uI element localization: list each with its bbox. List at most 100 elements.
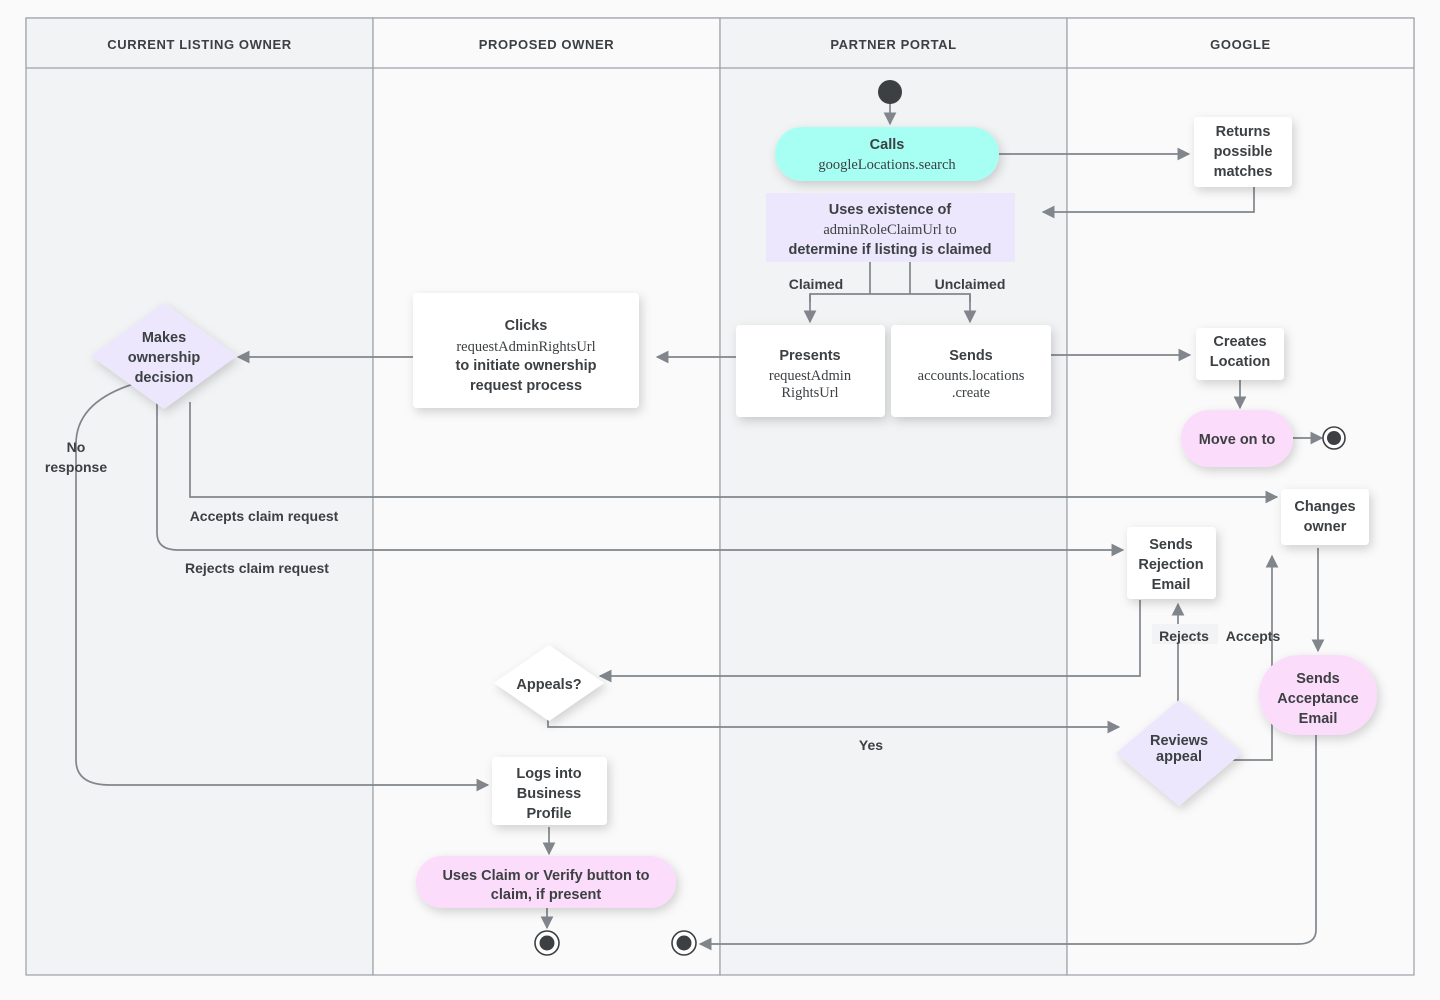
presents-shape xyxy=(736,325,885,417)
clicks-line-4: request process xyxy=(470,378,582,394)
node-end-terminal-google[interactable] xyxy=(1322,426,1346,450)
makes-decision-shape xyxy=(91,303,237,409)
clicks-shape xyxy=(413,293,639,408)
node-sends-acceptance-email[interactable]: Sends Acceptance Email xyxy=(1259,655,1377,735)
edge-label-no-response-line1: No xyxy=(67,439,86,455)
uses-existence-shape xyxy=(766,193,1015,262)
changes-owner-line-1: Changes xyxy=(1294,499,1355,515)
node-makes-ownership-decision[interactable]: Makes ownership decision xyxy=(91,303,237,409)
presents-line-3: RightsUrl xyxy=(781,385,838,401)
edge-label-yes: Yes xyxy=(859,737,883,753)
end-terminal-claim-dot xyxy=(539,935,555,951)
sends-acceptance-email-shape xyxy=(1259,655,1377,735)
lane-header-proposed-owner xyxy=(372,17,721,69)
sends-rejection-email-shape xyxy=(1127,527,1216,599)
lane-title-partner-portal: PARTNER PORTAL xyxy=(830,37,956,52)
node-start-terminal[interactable] xyxy=(878,80,902,104)
node-sends-rejection-email[interactable]: Sends Rejection Email xyxy=(1127,527,1216,599)
presents-line-1: Presents xyxy=(779,348,840,364)
sends-acceptance-email-line-2: Acceptance xyxy=(1277,691,1358,707)
move-on-to-shape xyxy=(1181,410,1293,467)
calls-node-line-2: googleLocations.search xyxy=(818,157,956,173)
node-uses-claim-or-verify-button[interactable]: Uses Claim or Verify button to claim, if… xyxy=(416,856,676,908)
makes-decision-line-1: Makes xyxy=(142,330,186,346)
sends-create-line-1: Sends xyxy=(949,348,993,364)
edges xyxy=(75,103,1325,951)
edge-label-rejects: Rejects xyxy=(1159,628,1209,644)
node-sends-accounts-locations-create[interactable]: Sends accounts.locations .create xyxy=(891,325,1051,417)
returns-matches-line-1: Returns xyxy=(1216,124,1271,140)
node-move-on-to[interactable]: Move on to xyxy=(1181,410,1293,467)
node-uses-existence-of-admin-role-claim-url[interactable]: Uses existence of adminRoleClaimUrl to d… xyxy=(766,193,1015,262)
edge-label-accepts-claim-request: Accepts claim request xyxy=(190,508,339,524)
node-creates-location[interactable]: Creates Location xyxy=(1196,328,1284,380)
clicks-line-2: requestAdminRightsUrl xyxy=(456,339,595,355)
edge-label-unclaimed: Unclaimed xyxy=(935,276,1006,292)
lane-title-proposed-owner: PROPOSED OWNER xyxy=(479,37,615,52)
presents-line-2: requestAdmin xyxy=(769,368,852,384)
edge-label-claimed: Claimed xyxy=(789,276,843,292)
logs-into-shape xyxy=(492,757,607,825)
sends-rejection-email-line-3: Email xyxy=(1152,577,1191,593)
appeals-label: Appeals? xyxy=(516,677,581,693)
edge-label-yes-backdrop xyxy=(853,732,889,754)
sends-rejection-email-line-2: Rejection xyxy=(1138,557,1203,573)
node-reviews-appeal[interactable]: Reviews appeal xyxy=(1116,700,1242,806)
end-terminal-google-dot xyxy=(1327,431,1341,445)
uses-claim-or-verify-shape xyxy=(416,856,676,908)
returns-matches-line-3: matches xyxy=(1214,164,1273,180)
edge-label-rejects-backdrop xyxy=(1152,624,1218,644)
edge-no-response-to-logs-into xyxy=(75,381,490,792)
clicks-line-1: Clicks xyxy=(505,318,548,334)
edge-sends-acceptance-email-to-end xyxy=(698,733,1317,951)
node-calls-google-locations-search[interactable]: Calls googleLocations.search xyxy=(775,127,999,181)
changes-owner-line-2: owner xyxy=(1304,519,1347,535)
edge-returns-matches-to-uses-existence xyxy=(1041,186,1255,219)
uses-existence-line-1: Uses existence of xyxy=(829,202,952,218)
edge-rejects-claim-request-to-sends-rejection-email xyxy=(156,382,1125,557)
sends-create-line-2: accounts.locations xyxy=(918,368,1025,384)
logs-into-line-1: Logs into xyxy=(516,766,581,782)
appeals-shape xyxy=(494,645,604,721)
node-presents-request-admin-rights-url[interactable]: Presents requestAdmin RightsUrl xyxy=(736,325,885,417)
returns-matches-shape xyxy=(1194,117,1292,187)
uses-claim-or-verify-line-2: claim, if present xyxy=(491,887,602,903)
creates-location-line-2: Location xyxy=(1210,354,1270,370)
start-terminal-dot xyxy=(878,80,902,104)
edge-accepts-claim-request-to-changes-owner xyxy=(189,402,1279,504)
node-returns-possible-matches[interactable]: Returns possible matches xyxy=(1194,117,1292,187)
clicks-line-3: to initiate ownership xyxy=(456,358,597,374)
lane-header-current-listing-owner xyxy=(25,17,374,69)
node-changes-owner[interactable]: Changes owner xyxy=(1281,489,1369,545)
end-terminal-accepted-dot xyxy=(676,935,692,951)
logs-into-line-3: Profile xyxy=(526,806,571,822)
node-logs-into-business-profile[interactable]: Logs into Business Profile xyxy=(492,757,607,825)
node-end-terminal-proposed-owner-claim[interactable] xyxy=(534,930,560,956)
sends-acceptance-email-line-1: Sends xyxy=(1296,671,1340,687)
node-appeals[interactable]: Appeals? xyxy=(494,645,604,721)
makes-decision-line-3: decision xyxy=(135,370,194,386)
reviews-appeal-line-2: appeal xyxy=(1156,749,1202,765)
edge-labels: Claimed Unclaimed No response Accepts cl… xyxy=(45,276,1281,754)
node-clicks-request-admin-rights-url[interactable]: Clicks requestAdminRightsUrl to initiate… xyxy=(413,293,639,408)
returns-matches-line-2: possible xyxy=(1214,144,1273,160)
sends-create-line-3: .create xyxy=(952,385,990,401)
calls-node-line-1: Calls xyxy=(870,137,905,153)
uses-existence-line-2: adminRoleClaimUrl to xyxy=(823,222,956,238)
uses-claim-or-verify-line-1: Uses Claim or Verify button to xyxy=(442,868,649,884)
edge-sends-rejection-email-to-appeals xyxy=(598,600,1141,683)
node-end-terminal-proposed-owner-accepted[interactable] xyxy=(671,930,697,956)
sends-create-shape xyxy=(891,325,1051,417)
logs-into-line-2: Business xyxy=(517,786,581,802)
creates-location-shape xyxy=(1196,328,1284,380)
edge-label-accepts: Accepts xyxy=(1226,628,1281,644)
reviews-appeal-shape xyxy=(1116,700,1242,806)
uses-existence-line-3: determine if listing is claimed xyxy=(788,242,991,258)
edge-label-rejects-claim-request: Rejects claim request xyxy=(185,560,329,576)
edge-label-no-response-line2: response xyxy=(45,459,107,475)
lane-header-google xyxy=(1066,17,1415,69)
lane-header-partner-portal xyxy=(719,17,1068,69)
sends-acceptance-email-line-3: Email xyxy=(1299,711,1338,727)
